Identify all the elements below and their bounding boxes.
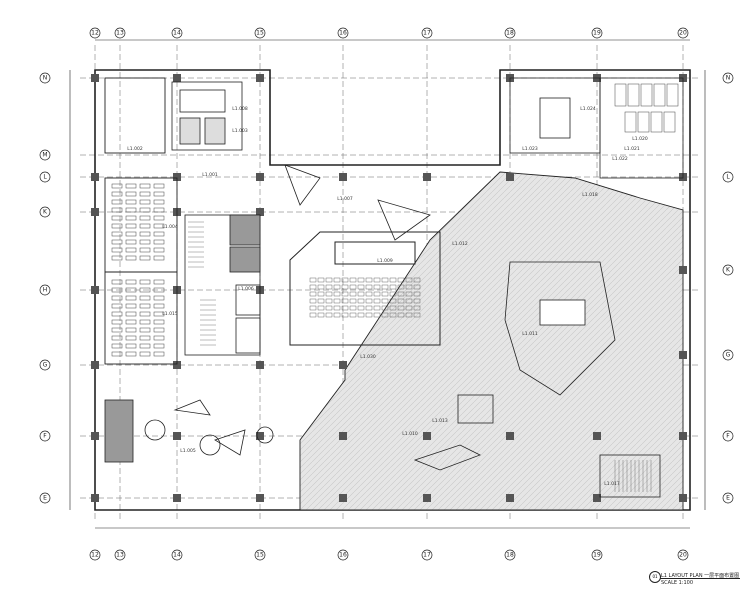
exhibition-hatched-floor [299, 171, 684, 511]
drawing-title-block: 01 L1 LAYOUT PLAN 一层平面布置图 SCALE 1:100 [640, 566, 750, 596]
stair-lower-right [599, 454, 661, 498]
grid-label-row-l: L [43, 174, 47, 181]
room-label-lecture: L1.015 [162, 311, 178, 317]
grid-label-col-12: 12 [91, 30, 99, 37]
title-underline [660, 578, 740, 579]
room-label-service: L1.017 [604, 481, 620, 487]
grid-label-row-n-right: N [726, 75, 731, 82]
room-label-exhibit-b: L1.011 [522, 331, 538, 337]
room-label-exhibit-a: L1.010 [402, 431, 418, 437]
grid-label-row-f-right: F [726, 433, 730, 440]
room-label-stair-a: L1.004 [162, 224, 178, 230]
stair-core [171, 81, 243, 151]
central-rooms [184, 214, 261, 356]
grid-label-col-12-bottom: 12 [91, 552, 99, 559]
grid-label-row-k-right: K [726, 267, 731, 274]
grid-label-col-16: 16 [339, 30, 347, 37]
grid-label-row-k: K [43, 209, 48, 216]
stair-treads [188, 221, 216, 346]
room-label-meeting-a: L1.005 [180, 448, 196, 454]
stair-lower-treads [614, 460, 652, 492]
triangle-sculptures [284, 164, 431, 241]
drawing-number-mark: 01 [649, 571, 661, 583]
grid-label-row-g: G [43, 362, 48, 369]
room-label-wc-a: L1.020 [632, 136, 648, 142]
drawing-title: L1 LAYOUT PLAN 一层平面布置图 [661, 573, 740, 579]
classroom-walls [104, 77, 178, 365]
grid-label-col-14: 14 [173, 30, 181, 37]
grid-label-row-n: N [43, 75, 48, 82]
grid-label-col-17-bottom: 17 [423, 552, 431, 559]
wc-stalls [614, 83, 679, 133]
room-label-exhibit-c: L1.012 [452, 241, 468, 247]
grid-label-row-m: M [42, 152, 47, 159]
grid-label-col-20-bottom: 20 [679, 552, 687, 559]
exhibition-islands [413, 261, 616, 471]
room-label-theatre: L1.030 [360, 354, 376, 360]
grid-label-col-19: 19 [593, 30, 601, 37]
room-label-stair-c: L1.023 [522, 146, 538, 152]
room-label-lift-lobby: L1.003 [232, 128, 248, 134]
grid-label-col-19-bottom: 19 [593, 552, 601, 559]
theatre-seats [309, 277, 421, 318]
grid-label-col-20: 20 [679, 30, 687, 37]
room-label-wc-c: L1.022 [612, 156, 628, 162]
room-label-hall: L1.001 [202, 172, 218, 178]
grid-label-row-l-right: L [726, 174, 730, 181]
grid-label-col-15-bottom: 15 [256, 552, 264, 559]
grid-label-col-18: 18 [506, 30, 514, 37]
room-label-stair-b: L1.006 [238, 286, 254, 292]
grid-label-row-h: H [43, 287, 48, 294]
classroom-desk-rows [111, 183, 165, 357]
room-label-elevator: L1.008 [232, 106, 248, 112]
grid-label-row-g-right: G [726, 352, 731, 359]
theatre-walls [289, 231, 441, 346]
grid-label-col-17: 17 [423, 30, 431, 37]
grid-bubbles-right [722, 72, 734, 504]
restroom-block [509, 77, 684, 179]
grid-label-col-13-bottom: 13 [116, 552, 124, 559]
grid-bubbles-bottom [89, 549, 689, 561]
grid-label-col-18-bottom: 18 [506, 552, 514, 559]
room-label-restroom: L1.018 [582, 192, 598, 198]
room-label-office-right: L1.024 [580, 106, 596, 112]
grid-label-col-16-bottom: 16 [339, 552, 347, 559]
grid-bubbles-top [89, 27, 689, 39]
exterior-walls [94, 69, 691, 511]
room-label-room-b: L1.009 [377, 258, 393, 264]
room-label-atrium: L1.007 [337, 196, 353, 202]
grid-bubbles-left [39, 72, 51, 504]
room-label-office-left: L1.002 [127, 146, 143, 152]
room-label-exhibit-d: L1.013 [432, 418, 448, 424]
room-label-wc-b: L1.021 [624, 146, 640, 152]
drawing-scale: SCALE 1:100 [661, 580, 694, 586]
lounge-area [104, 399, 274, 463]
grid-label-col-13: 13 [116, 30, 124, 37]
grid-label-row-f: F [43, 433, 47, 440]
grid-label-row-e: E [43, 495, 47, 502]
grid-label-col-15: 15 [256, 30, 264, 37]
grid-label-row-e-right: E [726, 495, 730, 502]
grid-label-col-14-bottom: 14 [173, 552, 181, 559]
